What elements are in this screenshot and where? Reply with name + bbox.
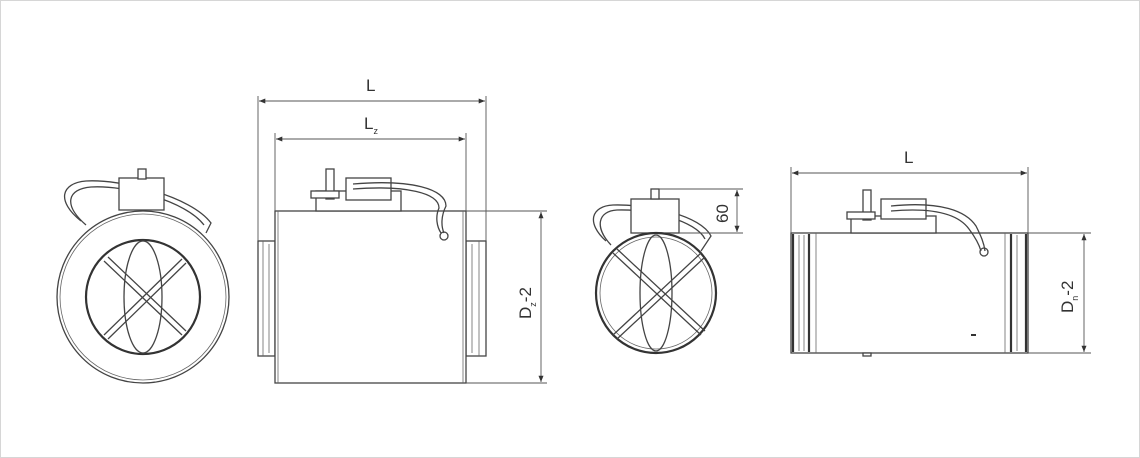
- length-label: L: [366, 76, 375, 95]
- diameter-label: Dn-2: [1058, 281, 1080, 313]
- right-spigot: [465, 240, 487, 357]
- duct-body: [790, 232, 1029, 354]
- damper-cross-braces: [103, 256, 187, 340]
- cable: [352, 182, 447, 234]
- cable-gland: [439, 231, 449, 241]
- damper-cross-braces: [612, 248, 706, 340]
- left-spigot: [257, 240, 276, 357]
- cable: [890, 204, 986, 252]
- insulation-outer-circle: [56, 210, 230, 384]
- actuator-height-label: 60: [713, 204, 732, 223]
- damper-blade: [123, 240, 163, 354]
- cable-loop: [63, 180, 212, 234]
- actuator-box: [630, 198, 680, 234]
- actuator-spindle: [137, 168, 147, 180]
- duct-circle: [594, 231, 718, 355]
- damper-side-view: L Dn-2: [790, 148, 1091, 357]
- insulated-damper-front-view: [56, 168, 230, 384]
- diameter-label: Dz-2: [516, 287, 538, 319]
- cable-loop: [592, 204, 712, 252]
- actuator-box: [345, 177, 392, 201]
- actuator-spindle: [650, 188, 660, 200]
- actuator-lever: [862, 189, 872, 221]
- actuator-box: [880, 198, 927, 220]
- damper-blade: [639, 234, 673, 352]
- actuator-box: [118, 177, 165, 211]
- insulated-casing: [274, 210, 467, 384]
- cable-gland: [979, 247, 989, 257]
- insulated-damper-side-view: L Lz Dz-2: [257, 76, 547, 384]
- actuator-lever: [325, 168, 335, 200]
- length-label: L: [904, 148, 913, 167]
- casing-length-label: Lz: [364, 114, 378, 136]
- duct-inner-circle: [84, 238, 202, 356]
- damper-front-view: 60: [592, 188, 743, 355]
